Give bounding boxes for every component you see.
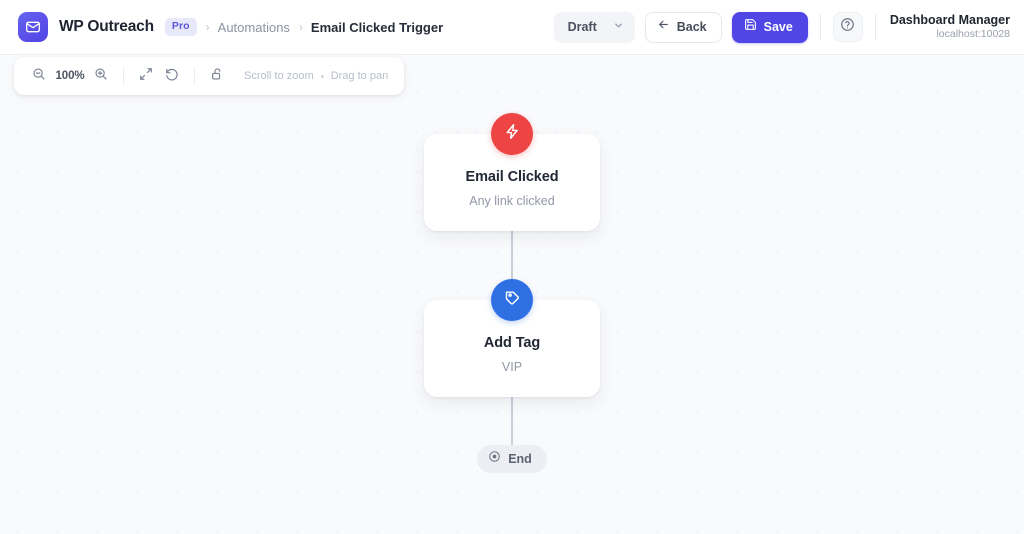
save-button-label: Save bbox=[763, 20, 793, 34]
zoom-level[interactable]: 100% bbox=[55, 70, 85, 82]
envelope-icon bbox=[25, 19, 41, 35]
zoom-in-button[interactable] bbox=[88, 63, 114, 89]
magnifier-plus-icon bbox=[94, 67, 108, 86]
breadcrumb-automations[interactable]: Automations bbox=[217, 19, 290, 35]
lightning-bolt-icon bbox=[504, 123, 521, 145]
header-divider-1 bbox=[819, 14, 821, 40]
brand-block: WP Outreach Pro bbox=[18, 12, 197, 42]
reset-view-button[interactable] bbox=[159, 63, 185, 89]
connector-trigger-to-action bbox=[511, 231, 513, 280]
flow-end-label: End bbox=[508, 452, 532, 467]
brand-name: WP Outreach bbox=[59, 18, 154, 35]
expand-arrows-icon bbox=[139, 67, 153, 86]
status-select-value: Draft bbox=[567, 20, 597, 34]
trigger-node-badge bbox=[491, 113, 533, 155]
flow-node-trigger[interactable]: Email Clicked Any link clicked bbox=[424, 113, 600, 232]
zoom-out-button[interactable] bbox=[26, 63, 52, 89]
hint-dot-separator bbox=[320, 74, 324, 78]
flow-node-add-tag[interactable]: Add Tag VIP bbox=[424, 279, 600, 398]
reset-circular-arrow-icon bbox=[165, 67, 179, 86]
hint-scroll-to-zoom: Scroll to zoom bbox=[244, 70, 314, 82]
flow-canvas[interactable]: 100% bbox=[0, 55, 1024, 534]
zoom-toolbar: 100% bbox=[14, 57, 405, 95]
toolbar-divider-2 bbox=[194, 67, 195, 85]
hint-drag-to-pan: Drag to pan bbox=[330, 70, 389, 82]
breadcrumb-current: Email Clicked Trigger bbox=[310, 19, 444, 35]
user-host: localhost:10028 bbox=[936, 28, 1010, 41]
user-block[interactable]: Dashboard Manager localhost:10028 bbox=[888, 13, 1010, 42]
toolbar-divider-1 bbox=[123, 67, 124, 85]
header-divider-2 bbox=[874, 14, 876, 40]
question-circle-icon bbox=[840, 17, 855, 37]
header-actions: Draft Back bbox=[553, 11, 1010, 43]
app-logo[interactable] bbox=[18, 12, 48, 42]
status-select[interactable]: Draft bbox=[553, 11, 635, 43]
open-padlock-icon bbox=[210, 67, 224, 86]
save-button[interactable]: Save bbox=[731, 11, 808, 43]
chevron-down-icon bbox=[613, 18, 624, 36]
target-dot-icon bbox=[488, 450, 501, 468]
app-header: WP Outreach Pro › Automations › Email Cl… bbox=[0, 0, 1024, 55]
flow-end-node[interactable]: End bbox=[477, 445, 547, 474]
action-node-subtitle: VIP bbox=[501, 359, 523, 374]
breadcrumb-separator-2: › bbox=[298, 20, 303, 34]
action-node-badge bbox=[491, 279, 533, 322]
trigger-node-title: Email Clicked bbox=[465, 169, 559, 185]
back-button[interactable]: Back bbox=[644, 11, 722, 43]
back-button-label: Back bbox=[676, 20, 707, 34]
automation-flow: Email Clicked Any link clicked Add T bbox=[0, 113, 1024, 474]
arrow-left-icon bbox=[657, 18, 670, 36]
tag-icon bbox=[504, 289, 521, 311]
user-name: Dashboard Manager bbox=[889, 12, 1010, 27]
help-button[interactable] bbox=[832, 12, 863, 42]
canvas-hint: Scroll to zoom Drag to pan bbox=[244, 70, 388, 82]
action-node-title: Add Tag bbox=[483, 335, 541, 352]
pro-badge: Pro bbox=[164, 18, 197, 36]
trigger-node-subtitle: Any link clicked bbox=[469, 193, 555, 208]
fit-to-screen-button[interactable] bbox=[133, 63, 159, 89]
floppy-disk-icon bbox=[744, 18, 757, 36]
lock-canvas-button[interactable] bbox=[204, 63, 230, 89]
connector-action-to-end bbox=[511, 397, 513, 446]
magnifier-minus-icon bbox=[32, 67, 46, 86]
breadcrumb-separator-1: › bbox=[205, 20, 210, 34]
